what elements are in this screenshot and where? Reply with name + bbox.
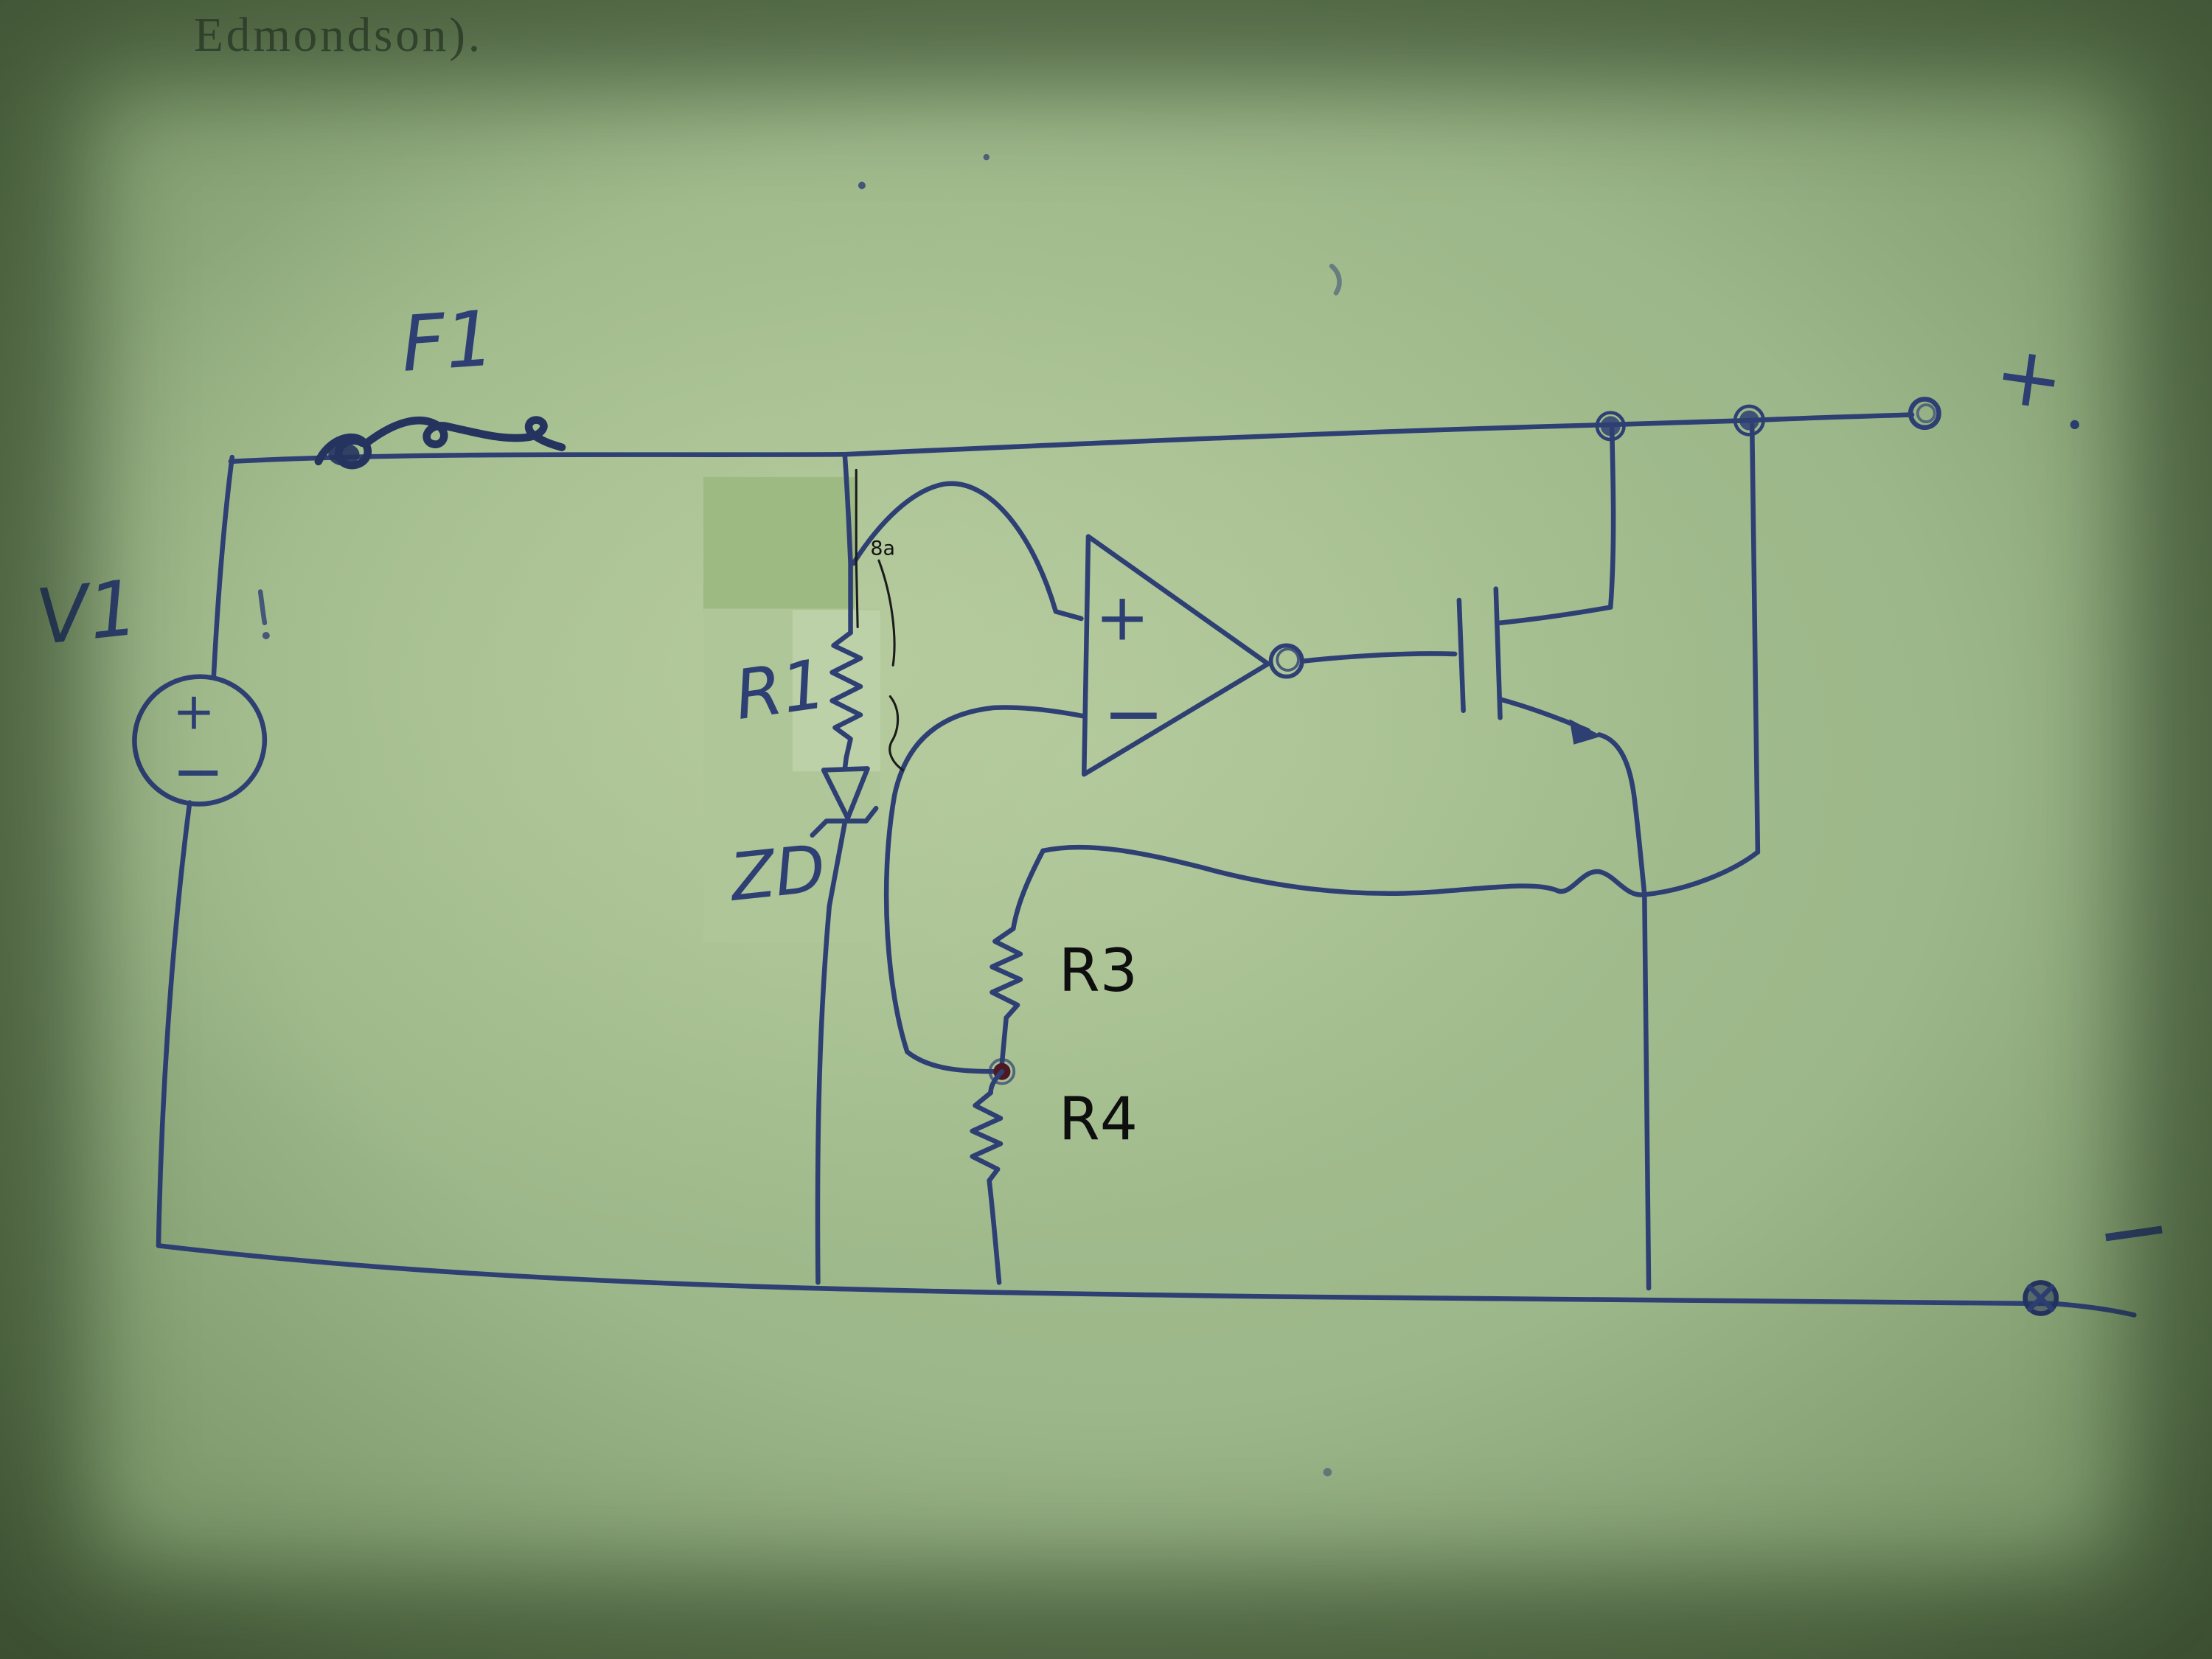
inverting-input-wire: [883, 705, 1087, 1074]
mosfet-symbol: [1456, 426, 1647, 897]
r3-symbol: [990, 926, 1023, 1066]
positive-terminal: [1907, 397, 2079, 431]
zener-triangle: [821, 766, 870, 821]
positive-terminal-circle: [1907, 397, 1941, 431]
stray-squiggle: [1329, 263, 1342, 296]
junction-dot-ring: [988, 1058, 1016, 1085]
opamp-minus-input-mark: −: [1103, 670, 1165, 757]
drain-rail-junction-dot: [1600, 416, 1621, 437]
fuse-symbol: [314, 416, 566, 470]
negative-terminal-circle: [2023, 1280, 2059, 1316]
bottom-rail-wire: [156, 1243, 2137, 1318]
source-to-ground-vertical-wire: [1642, 892, 1652, 1291]
stray-ink-marks: [257, 153, 1342, 1477]
negative-terminal-label: −: [2089, 1173, 2179, 1288]
voltage-source-symbol: + −: [132, 674, 268, 807]
voltage-source-circle: [132, 674, 268, 807]
zener-bottom-wire: [815, 820, 848, 1285]
fuse-scribble-right: [362, 416, 566, 451]
noninverting-input-wire: [851, 481, 1084, 622]
r3-bottom-lead: [999, 1015, 1009, 1066]
feedback-horizontal-wire: [1040, 844, 1761, 897]
fuse-label: F1: [398, 294, 497, 389]
sense-rail-junction-dot: [1739, 410, 1759, 431]
feedback-left-down-wire: [1011, 848, 1046, 931]
r1-top-wire: [842, 453, 853, 636]
opamp-plus-input-mark: +: [1095, 580, 1150, 655]
r4-symbol: [970, 1069, 1005, 1285]
stray-dot-1: [858, 181, 866, 189]
patch-black-vertical-line: [855, 468, 859, 629]
patch-black-squiggle-1: [877, 559, 896, 667]
drain-rail-junction-ring: [1595, 411, 1626, 442]
zener-top-lead: [842, 754, 849, 771]
opamp-output-wire: [1301, 651, 1458, 664]
stray-dot-4: [1323, 1467, 1332, 1477]
positive-terminal-circle-inner: [1916, 403, 1936, 424]
mosfet-source-wire-2: [1596, 732, 1647, 897]
mosfet-gate-bar: [1456, 597, 1466, 714]
patch-light: [792, 610, 880, 772]
mosfet-arrow: [1569, 719, 1602, 745]
r4-bottom-lead: [987, 1178, 1002, 1285]
sense-rail-junction-ring: [1733, 404, 1765, 437]
r1-branch-wires: [810, 453, 879, 1285]
opamp-input-wires: [851, 481, 1087, 1074]
r1-label: R1: [730, 644, 830, 735]
voltage-source-label: V1: [32, 564, 142, 663]
negative-terminal: [2023, 1280, 2059, 1316]
r3-resistor-zigzag: [990, 926, 1023, 1020]
voltage-source-plus: +: [173, 683, 215, 742]
voltage-source-minus: −: [172, 735, 224, 807]
opamp-output-node-circle-inner: [1276, 647, 1300, 672]
r3-label: R3: [1059, 936, 1138, 1006]
output-sense-vertical-wire: [1749, 422, 1761, 855]
stray-tick: [257, 589, 268, 625]
feedback-wires: [1011, 422, 1761, 1291]
patch-tiny-mark: 8a: [870, 538, 895, 560]
r1-resistor-zigzag: [830, 630, 863, 760]
mosfet-channel-bar: [1493, 586, 1503, 720]
patch-dark: [703, 476, 855, 613]
zener-label: ZD: [726, 830, 830, 916]
overlay-black-marks: 8a: [855, 468, 905, 771]
left-supply-wire-top: [211, 454, 235, 679]
stray-dot-3: [262, 631, 270, 639]
mosfet-drain-wire: [1498, 426, 1616, 625]
patch-black-squiggle-2: [888, 695, 905, 771]
top-rail-junction-dots: [1595, 404, 1765, 442]
r4-label: R4: [1059, 1085, 1138, 1154]
opamp-symbol: + −: [1081, 534, 1304, 777]
fuse-scribble-left: [314, 433, 372, 470]
opamp-triangle: [1081, 534, 1271, 777]
supply-loop-wires: [156, 412, 2137, 1318]
top-rail-wire: [228, 412, 1915, 465]
r4-resistor-zigzag: [970, 1090, 1004, 1183]
negative-terminal-cross: [2027, 1284, 2055, 1312]
positive-terminal-label: +: [1989, 326, 2070, 430]
printed-page-header: Edmondson).: [194, 9, 483, 62]
left-supply-wire-bottom: [156, 800, 192, 1248]
stray-dot-2: [983, 153, 990, 161]
positive-terminal-period-dot: [2070, 420, 2079, 430]
